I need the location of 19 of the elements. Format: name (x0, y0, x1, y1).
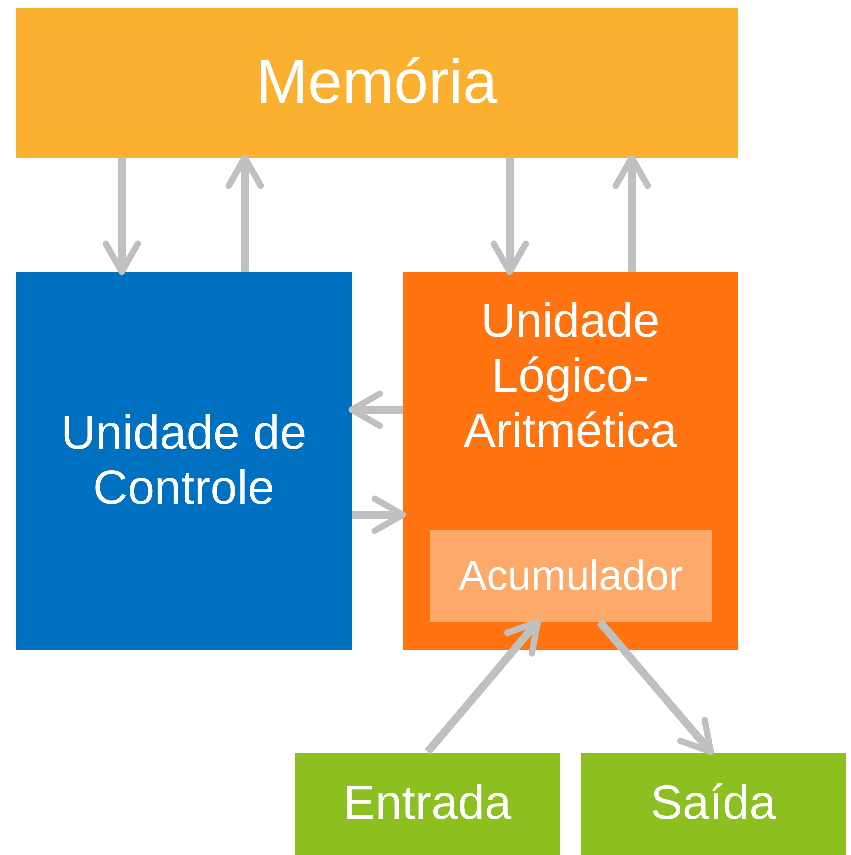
box-label: Unidade de Controle (60, 406, 308, 516)
box-label: Acumulador (458, 552, 684, 600)
box-label: Unidade Lógico-Aritmética (462, 294, 678, 460)
arrow (490, 158, 530, 276)
output-box (581, 753, 846, 855)
arrow (348, 390, 403, 430)
arrow (226, 154, 264, 272)
input-box (295, 753, 560, 855)
arrow (612, 154, 652, 272)
arrow (424, 618, 542, 755)
control-unit-box (16, 272, 352, 650)
arrow (102, 158, 142, 276)
box-label: Saída (650, 776, 776, 832)
arrow (352, 496, 406, 534)
box-label: Entrada (343, 776, 512, 832)
memory-box (16, 8, 738, 158)
alu-box (403, 272, 738, 650)
box-label: Memória (256, 47, 498, 119)
accumulator-box (430, 530, 712, 622)
